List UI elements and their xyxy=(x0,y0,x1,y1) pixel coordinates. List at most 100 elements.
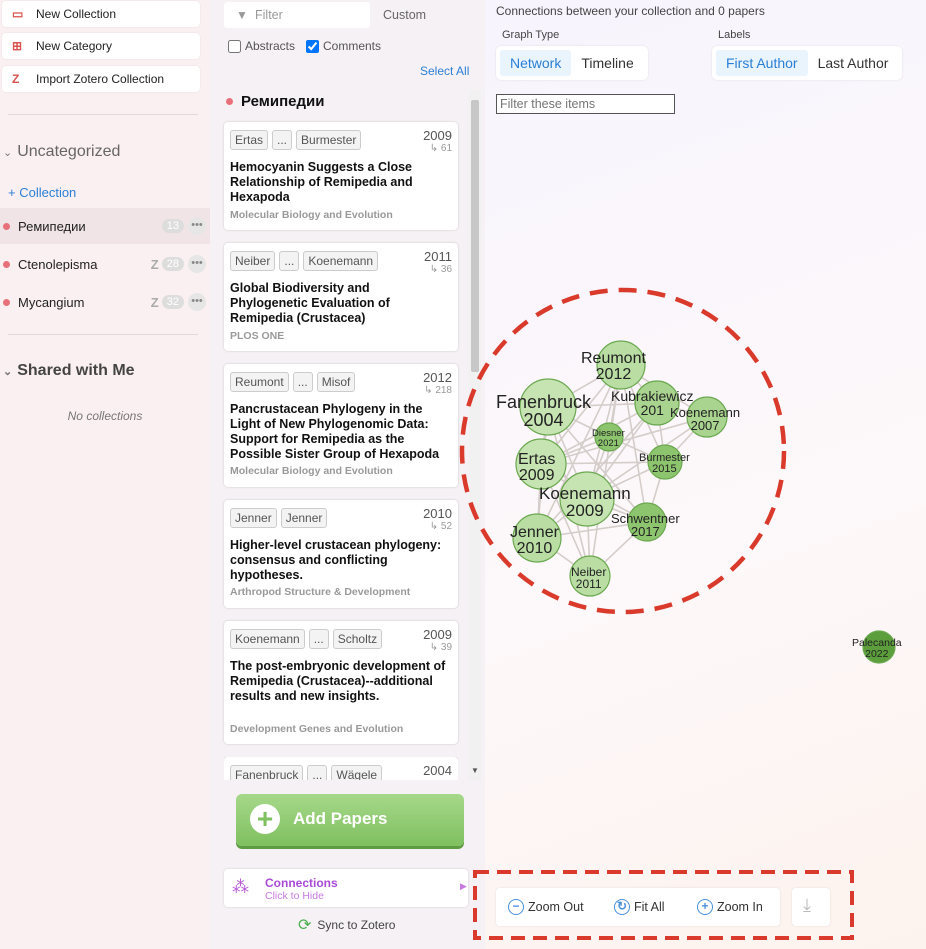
import-zotero-button[interactable]: Z Import Zotero Collection xyxy=(2,66,200,92)
author-chip[interactable]: Burmester xyxy=(296,130,362,150)
no-collections-text: No collections xyxy=(67,409,143,423)
node-schwentner-2017[interactable] xyxy=(627,502,667,542)
paper-card[interactable]: Ertas ... Burmester 2009 ↳ 61 Hemocyanin… xyxy=(224,122,458,230)
graph-filter-input[interactable] xyxy=(496,94,675,114)
author-chip[interactable]: ... xyxy=(308,629,329,649)
network-icon: ⁂ xyxy=(232,877,249,896)
graph-type-toggle: Network Timeline xyxy=(496,46,648,80)
zotero-icon: Z xyxy=(150,256,159,272)
node-diesner-2021[interactable] xyxy=(594,422,624,452)
chevron-down-icon: ⌄ xyxy=(3,365,13,378)
collection-item-mycangium[interactable]: Mycangium Z 32 ••• xyxy=(0,284,210,320)
node-jenner-2010[interactable] xyxy=(512,513,562,563)
node-palecanda-2022[interactable] xyxy=(862,630,896,664)
author-chip[interactable]: Fanenbruck xyxy=(230,765,304,780)
paper-title: Hemocyanin Suggests a Close Relationship… xyxy=(230,160,413,204)
sync-zotero-button[interactable]: ⟳ Sync to Zotero xyxy=(298,917,396,934)
graph-header: Connections between your collection and … xyxy=(496,4,765,18)
new-collection-icon: ▭ xyxy=(12,7,24,21)
download-button[interactable]: ⤓ xyxy=(792,888,830,926)
citation-count: ↳ 36 xyxy=(429,264,452,275)
paper-journal: Molecular Biology and Evolution xyxy=(230,209,393,221)
paper-card[interactable]: Koenemann ... Scholtz 2009 ↳ 39 The post… xyxy=(224,621,458,744)
label-first-author[interactable]: First Author xyxy=(716,50,808,76)
paper-title: Pancrustacean Phylogeny in the Light of … xyxy=(230,402,440,461)
author-chip[interactable]: Wägele xyxy=(331,765,383,780)
papers-scrollbar[interactable]: ▼ xyxy=(469,90,481,780)
author-chip[interactable]: ... xyxy=(307,765,328,780)
node-reumont-2012[interactable] xyxy=(596,340,646,390)
more-icon[interactable]: ••• xyxy=(188,255,206,273)
author-chip[interactable]: ... xyxy=(292,372,313,392)
author-chip[interactable]: Reumont xyxy=(230,372,289,392)
author-chip[interactable]: Jenner xyxy=(230,508,277,528)
graph-type-timeline[interactable]: Timeline xyxy=(581,55,634,71)
zoom-in-button[interactable]: + Zoom In xyxy=(697,899,763,915)
filter-icon: ▼ xyxy=(236,8,248,22)
add-collection-link[interactable]: + Collection xyxy=(8,185,77,200)
author-chip[interactable]: Koenemann xyxy=(230,629,305,649)
abstracts-checkbox[interactable] xyxy=(228,39,241,53)
shared-header[interactable]: ⌄ Shared with Me xyxy=(3,362,135,379)
author-chip[interactable]: ... xyxy=(279,251,300,271)
collection-item-ctenolepisma[interactable]: Ctenolepisma Z 28 ••• xyxy=(0,246,210,282)
node-ertas-2009[interactable] xyxy=(515,438,567,490)
scroll-down-icon[interactable]: ▼ xyxy=(471,766,479,775)
paper-card[interactable]: Fanenbruck ... Wägele 2004 xyxy=(224,757,458,780)
new-collection-button[interactable]: ▭ New Collection xyxy=(2,1,200,27)
author-chips: Ertas ... Burmester xyxy=(230,130,362,150)
author-chip[interactable]: Scholtz xyxy=(332,629,383,649)
more-icon[interactable]: ••• xyxy=(188,217,206,235)
more-icon[interactable]: ••• xyxy=(188,293,206,311)
author-chip[interactable]: ... xyxy=(272,130,293,150)
node-koenemann-2007[interactable] xyxy=(686,396,728,438)
author-chip[interactable]: Neiber xyxy=(230,251,276,271)
paper-year: 2009 xyxy=(423,128,452,143)
add-papers-button[interactable]: + Add Papers xyxy=(236,794,464,846)
select-all-link[interactable]: Select All xyxy=(420,64,470,78)
collection-item-remipedia[interactable]: Ремипедии 13 ••• xyxy=(0,208,210,244)
label-last-author[interactable]: Last Author xyxy=(817,55,889,71)
scrollbar-thumb[interactable] xyxy=(471,100,479,372)
download-icon: ⤓ xyxy=(803,895,811,915)
node-koenemann-2009[interactable] xyxy=(559,471,615,527)
graph-type-network[interactable]: Network xyxy=(500,50,572,76)
zoom-toolbar: − Zoom Out ↻ Fit All + Zoom In xyxy=(496,888,780,926)
paper-card[interactable]: Reumont ... Misof 2012 ↳ 218 Pancrustace… xyxy=(224,364,458,487)
zoom-out-button[interactable]: − Zoom Out xyxy=(508,899,584,915)
filter-input[interactable]: ▼ Filter xyxy=(224,2,370,28)
new-category-button[interactable]: ⊞ New Category xyxy=(2,33,200,59)
author-chips: Neiber ... Koenemann xyxy=(230,251,379,271)
node-neiber-2011[interactable] xyxy=(569,555,611,597)
node-kubrakiewicz[interactable] xyxy=(634,380,680,426)
author-chip[interactable]: Jenner xyxy=(280,508,328,528)
node-fanenbruck-2004[interactable] xyxy=(519,378,577,436)
author-chip[interactable]: Misof xyxy=(316,372,356,392)
paper-year: 2012 xyxy=(423,370,452,385)
paper-card[interactable]: Jenner Jenner 2010 ↳ 52 Higher-level cru… xyxy=(224,500,458,608)
node-burmester-2015[interactable] xyxy=(647,444,683,480)
graph-type-label: Graph Type xyxy=(502,29,560,41)
connections-toggle[interactable]: ⁂ Connections Click to Hide ▶ xyxy=(224,869,468,907)
paper-card[interactable]: Neiber ... Koenemann 2011 ↳ 36 Global Bi… xyxy=(224,243,458,351)
collection-dot xyxy=(3,298,10,306)
fit-all-button[interactable]: ↻ Fit All xyxy=(614,899,665,915)
abstracts-toggle[interactable]: Abstracts xyxy=(228,39,295,53)
divider xyxy=(8,114,198,115)
custom-sort[interactable]: Custom xyxy=(383,8,427,22)
author-chip[interactable]: Ertas xyxy=(230,130,269,150)
collection-dot xyxy=(3,260,10,268)
comments-toggle[interactable]: Comments xyxy=(306,39,381,53)
comments-checkbox[interactable] xyxy=(306,39,319,53)
author-chip[interactable]: Koenemann xyxy=(303,251,379,271)
uncategorized-header[interactable]: ⌄ Uncategorized xyxy=(3,143,121,160)
